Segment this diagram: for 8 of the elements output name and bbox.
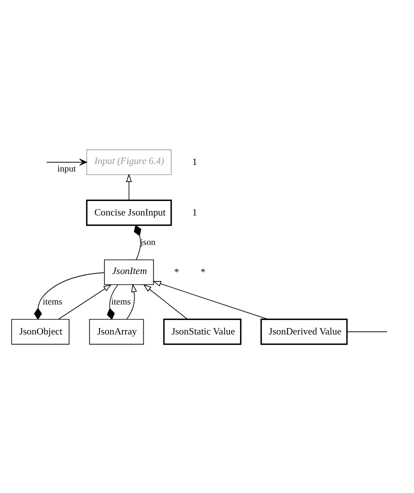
label: 1 — [192, 156, 198, 168]
edge-label: items — [42, 296, 62, 306]
edge-label: json — [140, 236, 156, 246]
edge-label: input — [57, 163, 76, 173]
edge-label: items — [111, 296, 131, 306]
label: 1 — [192, 206, 198, 218]
label: * — [174, 266, 180, 278]
label: * — [200, 266, 206, 278]
